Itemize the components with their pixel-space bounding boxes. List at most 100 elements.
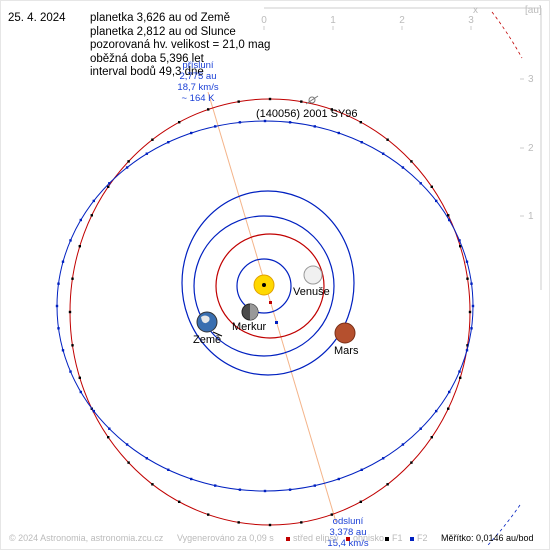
blue-orbit-point: [190, 477, 193, 481]
mercury-shading: [250, 304, 258, 320]
blue-orbit-point: [167, 141, 170, 144]
blue-orbit-point: [263, 489, 267, 493]
asteroid-orbit-point: [410, 461, 413, 464]
asteroid-orbit-point: [300, 100, 303, 103]
blue-orbit-point: [57, 327, 60, 330]
perihelion-temp: ~ 164 K: [181, 93, 215, 104]
asteroid-orbit-point: [178, 500, 181, 503]
mercury-label: Merkur: [232, 321, 267, 333]
asteroid-orbit-points: [68, 97, 472, 527]
asteroid-label: (140056) 2001 SY96: [256, 108, 358, 120]
asteroid-orbit-point: [459, 376, 462, 379]
blue-orbit-point: [471, 304, 475, 308]
blue-orbit-point: [57, 282, 60, 285]
asteroid-orbit-point: [459, 245, 462, 248]
asteroid-orbit-point: [151, 138, 154, 141]
blue-orbit-point: [288, 121, 292, 124]
blue-orbit-point: [470, 282, 473, 285]
blue-orbit-point: [145, 457, 148, 460]
blue-orbit-point: [419, 427, 422, 430]
blue-orbit-point: [360, 468, 363, 471]
earth-orbit: [193, 215, 335, 357]
blue-orbit-point: [79, 218, 82, 222]
legend-focus: ohnisko: [346, 533, 384, 543]
asteroid-orbit-point: [466, 344, 469, 347]
legend-focus-swatch: [346, 536, 350, 541]
asteroid-orbit-point: [359, 121, 362, 124]
aphelion-note: odsluní 3,378 au 15,4 km/s: [318, 516, 378, 549]
asteroid-icon: [305, 95, 319, 105]
asteroid-orbit-point: [300, 521, 303, 524]
blue-orbit-point: [167, 468, 170, 471]
info-block: planetka 3,626 au od Země planetka 2,812…: [90, 12, 270, 80]
asteroid-orbit-point: [430, 436, 433, 439]
mars-icon: [334, 322, 356, 344]
asteroid-orbit-point: [430, 185, 433, 188]
x-tick-0: 0: [261, 15, 267, 26]
aphelion-speed: 15,4 km/s: [327, 538, 369, 549]
info-line-earth-distance: planetka 3,626 au od Země: [90, 12, 231, 24]
blue-orbit-point: [145, 152, 148, 155]
venus-orbit: [215, 233, 325, 339]
y-tick-1: 1: [528, 211, 534, 222]
asteroid-orbit-point: [386, 138, 389, 141]
asteroid-orbit-point: [178, 121, 181, 124]
asteroid-orbit-point: [268, 523, 272, 527]
sun-center-dot: [262, 283, 266, 287]
perihelion-distance: 2,775 au: [179, 71, 217, 82]
asteroid-orbit-point: [447, 214, 450, 217]
legend-ellipse-center: střed elipsy: [286, 533, 339, 543]
copyright-text: © 2024 Astronomia, astronomia.zcu.cz: [9, 533, 164, 543]
blue-orbit-point: [448, 218, 451, 222]
focus-marker: [275, 321, 278, 324]
legend-f1: F1: [385, 533, 403, 543]
asteroid-orbit-point: [447, 407, 450, 410]
legend-f2-label: F2: [417, 533, 428, 543]
asteroid-orbit-point: [237, 100, 240, 103]
blue-orbit-point: [238, 488, 242, 491]
blue-orbit-point: [288, 488, 292, 491]
mercury-orbit: [236, 258, 292, 314]
mars-orbit-outer: [181, 190, 355, 376]
blue-orbit-point: [69, 370, 72, 373]
apsides-line: [207, 91, 337, 523]
blue-orbit-point: [465, 260, 469, 263]
asteroid-orbit-point: [410, 160, 413, 163]
info-line-magnitude: pozorovaná hv. velikost = 21,0 mag: [90, 39, 271, 51]
blue-orbit-point: [125, 166, 129, 169]
x-tick-1: 1: [330, 15, 336, 26]
blue-orbit-point: [61, 349, 65, 352]
blue-orbit-point: [435, 409, 438, 413]
blue-orbit-point: [238, 121, 242, 124]
blue-orbit-point: [401, 443, 405, 446]
asteroid-orbit-point: [359, 500, 362, 503]
asteroid-orbit-point: [68, 310, 72, 314]
legend-f1-label: F1: [392, 533, 403, 543]
earth-label: Země: [193, 334, 222, 346]
mars-label: Mars: [334, 345, 359, 357]
x-tick-3: 3: [468, 15, 474, 26]
asteroid-orbit-point: [71, 277, 74, 280]
asteroid-orbit-point: [107, 436, 110, 439]
legend-f2: F2: [410, 533, 428, 543]
asteroid-orbit-point: [90, 214, 93, 217]
info-line-interval: interval bodů 49,3 dne: [90, 66, 204, 78]
y-axis-ticks: [520, 78, 524, 217]
blue-orbit-point: [125, 443, 129, 446]
earth-pointer: [212, 331, 223, 337]
blue-orbit-point: [108, 182, 111, 185]
x-axis-label: x: [473, 5, 478, 16]
blue-orbit-point: [313, 125, 316, 128]
outer-orbit-arc-top-right: [491, 11, 523, 59]
asteroid-orbit-point: [466, 277, 469, 280]
blue-orbit-point: [214, 125, 217, 128]
perihelion-title: přísluní: [182, 60, 214, 71]
blue-orbit-point: [92, 409, 95, 413]
asteroid-orbit-point: [386, 483, 389, 486]
asteroid-orbit-point: [330, 513, 333, 516]
blue-orbit-point: [419, 182, 422, 185]
blue-orbit-point: [69, 239, 72, 242]
generated-time: Vygenerováno za 0,09 s: [177, 533, 274, 543]
asteroid-orbit-point: [151, 483, 154, 486]
